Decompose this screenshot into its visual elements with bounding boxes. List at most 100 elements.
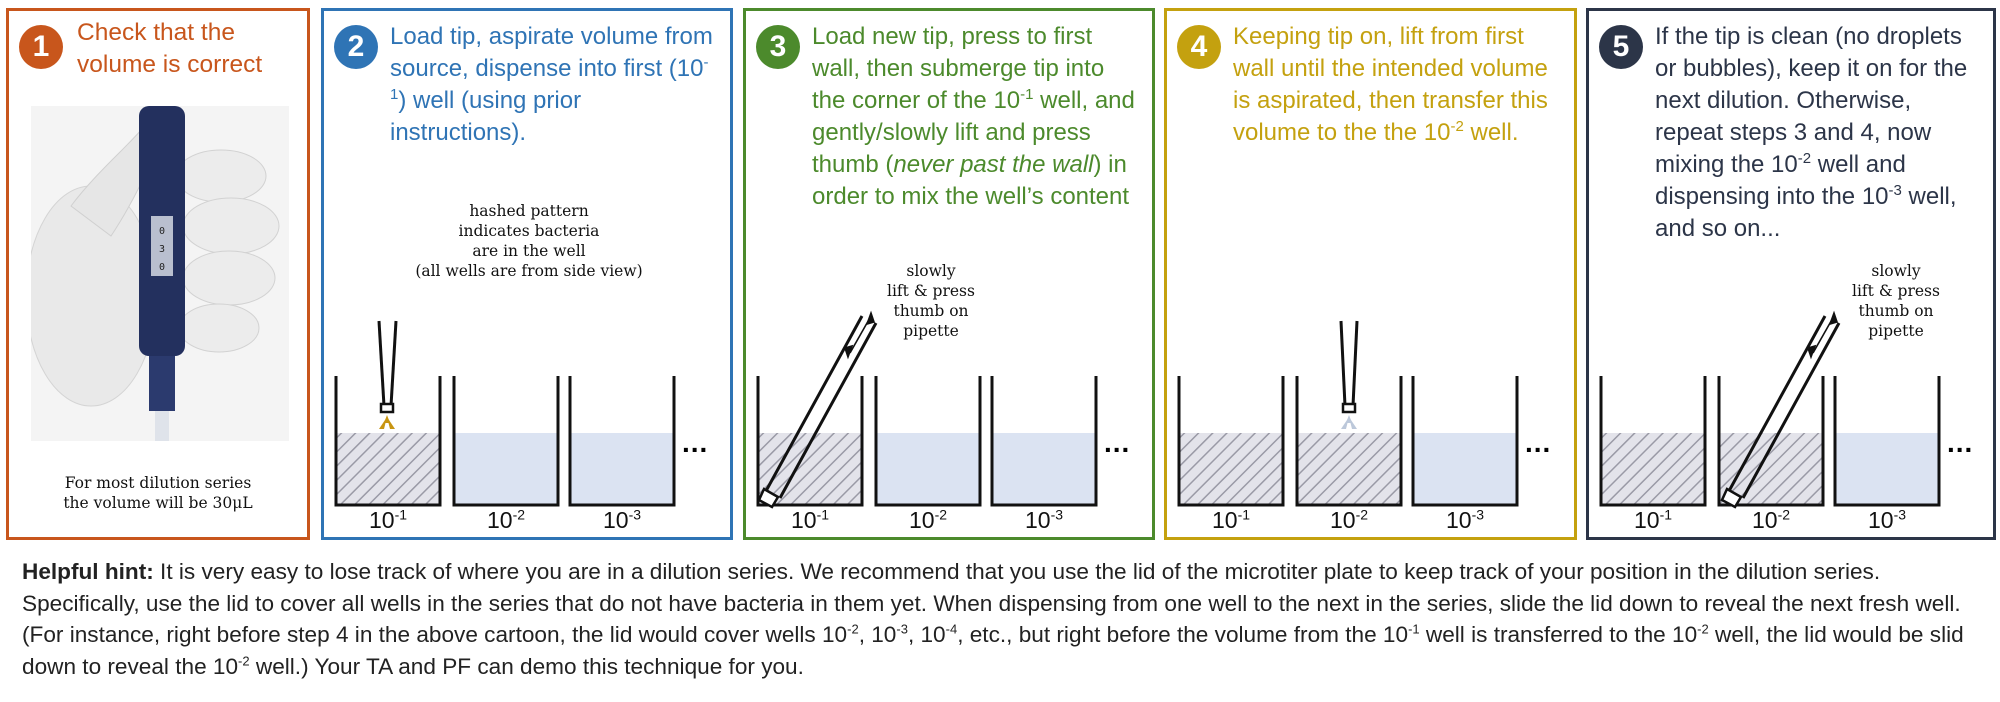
hint-text-7: well.) Your TA and PF can demo this tech… bbox=[249, 653, 804, 679]
svg-text:0: 0 bbox=[159, 262, 165, 273]
ellipsis: ... bbox=[1104, 427, 1131, 458]
well-2 bbox=[452, 376, 560, 507]
step-1-instruction: Check that the volume is correct bbox=[77, 19, 263, 78]
hint-text-5: well is transferred to the 10 bbox=[1419, 622, 1698, 647]
svg-text:0: 0 bbox=[159, 226, 165, 237]
step-5-badge: 5 bbox=[1599, 25, 1643, 69]
step-4-text-a: Keeping tip on, lift from first wall unt… bbox=[1233, 23, 1548, 146]
well-label-1: 10-1 bbox=[790, 506, 830, 533]
pipette-tip bbox=[377, 320, 398, 414]
hash-annotation-line-3: are in the well bbox=[472, 242, 586, 260]
well-label-3: 10-3 bbox=[602, 506, 642, 533]
step-5-text-b: well and dispensing into the 10 bbox=[1655, 151, 1906, 210]
step-2-text: Load tip, aspirate volume from source, d… bbox=[390, 21, 720, 149]
well-1 bbox=[1599, 376, 1707, 507]
step-1-text: Check that the volume is correct bbox=[77, 17, 297, 81]
pipette-shaft bbox=[149, 356, 175, 411]
well-1-liquid bbox=[1601, 433, 1705, 505]
well-2-liquid bbox=[1297, 433, 1401, 505]
mix-annotation-line-2: lift & press bbox=[1852, 282, 1940, 300]
pipette-photo: 0 3 0 bbox=[31, 106, 289, 441]
well-1-liquid bbox=[1179, 433, 1283, 505]
well-label-2: 10-2 bbox=[486, 506, 526, 533]
step-4-wells-diagram bbox=[1177, 320, 1519, 507]
hash-annotation-line-2: indicates bacteria bbox=[458, 222, 600, 240]
well-3 bbox=[990, 376, 1098, 507]
hint-text-1: It is very easy to lose track of where y… bbox=[22, 559, 1961, 647]
glove-finger-3 bbox=[182, 250, 276, 306]
step-3-text-italic: never past the wall bbox=[893, 151, 1094, 178]
well-2 bbox=[1295, 376, 1403, 507]
well-label-3: 10-3 bbox=[1867, 506, 1907, 533]
mix-annotation-line-2: lift & press bbox=[887, 282, 975, 300]
step-4-text: Keeping tip on, lift from first wall unt… bbox=[1233, 21, 1564, 149]
step-2-text-b: ) well (using prior instructions). bbox=[390, 87, 582, 146]
step-3-exp: -1 bbox=[1020, 86, 1034, 103]
pipette-tip bbox=[1339, 320, 1359, 414]
hash-annotation-line-1: hashed pattern bbox=[469, 202, 589, 220]
hash-annotation-line-4: (all wells are from side view) bbox=[415, 262, 643, 280]
hint-heading: Helpful hint: bbox=[22, 559, 154, 584]
well-label-3: 10-3 bbox=[1445, 506, 1485, 533]
aspirate-droplets bbox=[1341, 415, 1357, 429]
glove-finger-1 bbox=[175, 149, 267, 203]
hash-annotation: hashed pattern indicates bacteria are in… bbox=[374, 201, 684, 281]
step-3-text: Load new tip, press to first wall, then … bbox=[812, 21, 1142, 213]
step-3-wells-diagram bbox=[756, 310, 1098, 509]
step-3-badge: 3 bbox=[756, 25, 800, 69]
well-label-3: 10-3 bbox=[1024, 506, 1064, 533]
step-5-text-a: If the tip is clean (no droplets or bubb… bbox=[1655, 23, 1968, 178]
step-4-text-b: well. bbox=[1463, 119, 1519, 146]
volume-caption-line-1: For most dilution series bbox=[64, 474, 252, 492]
well-2-liquid bbox=[876, 433, 980, 505]
well-2 bbox=[874, 376, 982, 507]
step-2-wells-diagram bbox=[334, 320, 676, 507]
step-2-exp: -1 bbox=[390, 54, 709, 103]
step-3-text-b: well, and gently/slowly lift and press t… bbox=[812, 87, 1135, 178]
mix-annotation-line-1: slowly bbox=[906, 262, 956, 280]
helpful-hint: Helpful hint: It is very easy to lose tr… bbox=[22, 559, 1964, 679]
step-4-exp: -2 bbox=[1450, 118, 1464, 135]
hint-text-2: , 10 bbox=[858, 622, 897, 647]
motion-arrow bbox=[1806, 310, 1839, 360]
step-2-text-a: Load tip, aspirate volume from source, d… bbox=[390, 23, 713, 82]
volume-caption: For most dilution series the volume will… bbox=[9, 473, 307, 513]
well-3-liquid bbox=[1835, 433, 1939, 505]
well-1-liquid bbox=[336, 433, 440, 505]
mix-annotation-line-3: thumb on bbox=[893, 302, 969, 320]
svg-text:3: 3 bbox=[159, 244, 165, 255]
step-5-exp-1: -2 bbox=[1797, 150, 1812, 167]
step-5-text-c: well, and so on... bbox=[1655, 183, 1957, 242]
glove-finger-2 bbox=[182, 197, 280, 255]
well-1 bbox=[334, 376, 442, 507]
dispense-droplets bbox=[379, 415, 395, 429]
well-label-1: 10-1 bbox=[368, 506, 408, 533]
step-2-badge: 2 bbox=[334, 25, 378, 69]
well-3 bbox=[1411, 376, 1519, 507]
step-1-badge: 1 bbox=[19, 25, 63, 69]
step-3-text-c: ) in order to mix the well’s content bbox=[812, 151, 1130, 210]
ellipsis: ... bbox=[682, 427, 709, 458]
pipette-tip-holder bbox=[155, 411, 169, 441]
well-label-1: 10-1 bbox=[1211, 506, 1251, 533]
ellipsis: ... bbox=[1525, 427, 1552, 458]
well-2 bbox=[1717, 376, 1825, 507]
step-2-panel: 2 Load tip, aspirate volume from source,… bbox=[321, 8, 733, 540]
well-1 bbox=[1177, 376, 1285, 507]
step-5-wells-diagram bbox=[1599, 310, 1941, 509]
well-3-liquid bbox=[570, 433, 674, 505]
angled-pipette-tip bbox=[1720, 315, 1841, 509]
well-3-liquid bbox=[1413, 433, 1517, 505]
well-label-2: 10-2 bbox=[1751, 506, 1791, 533]
well-2-liquid bbox=[454, 433, 558, 505]
well-label-2: 10-2 bbox=[1329, 506, 1369, 533]
mix-annotation-line-3: thumb on bbox=[1858, 302, 1934, 320]
volume-caption-line-2: the volume will be 30μL bbox=[63, 494, 253, 512]
step-5-exp-2: -3 bbox=[1888, 182, 1902, 199]
pipette-window bbox=[151, 216, 173, 276]
mix-annotation-line-4: pipette bbox=[1868, 322, 1924, 340]
hint-text-4: , etc., but right before the volume from… bbox=[957, 622, 1409, 647]
mix-annotation-line-4: pipette bbox=[903, 322, 959, 340]
step-3-panel: 3 Load new tip, press to first wall, the… bbox=[743, 8, 1155, 540]
well-label-2: 10-2 bbox=[908, 506, 948, 533]
